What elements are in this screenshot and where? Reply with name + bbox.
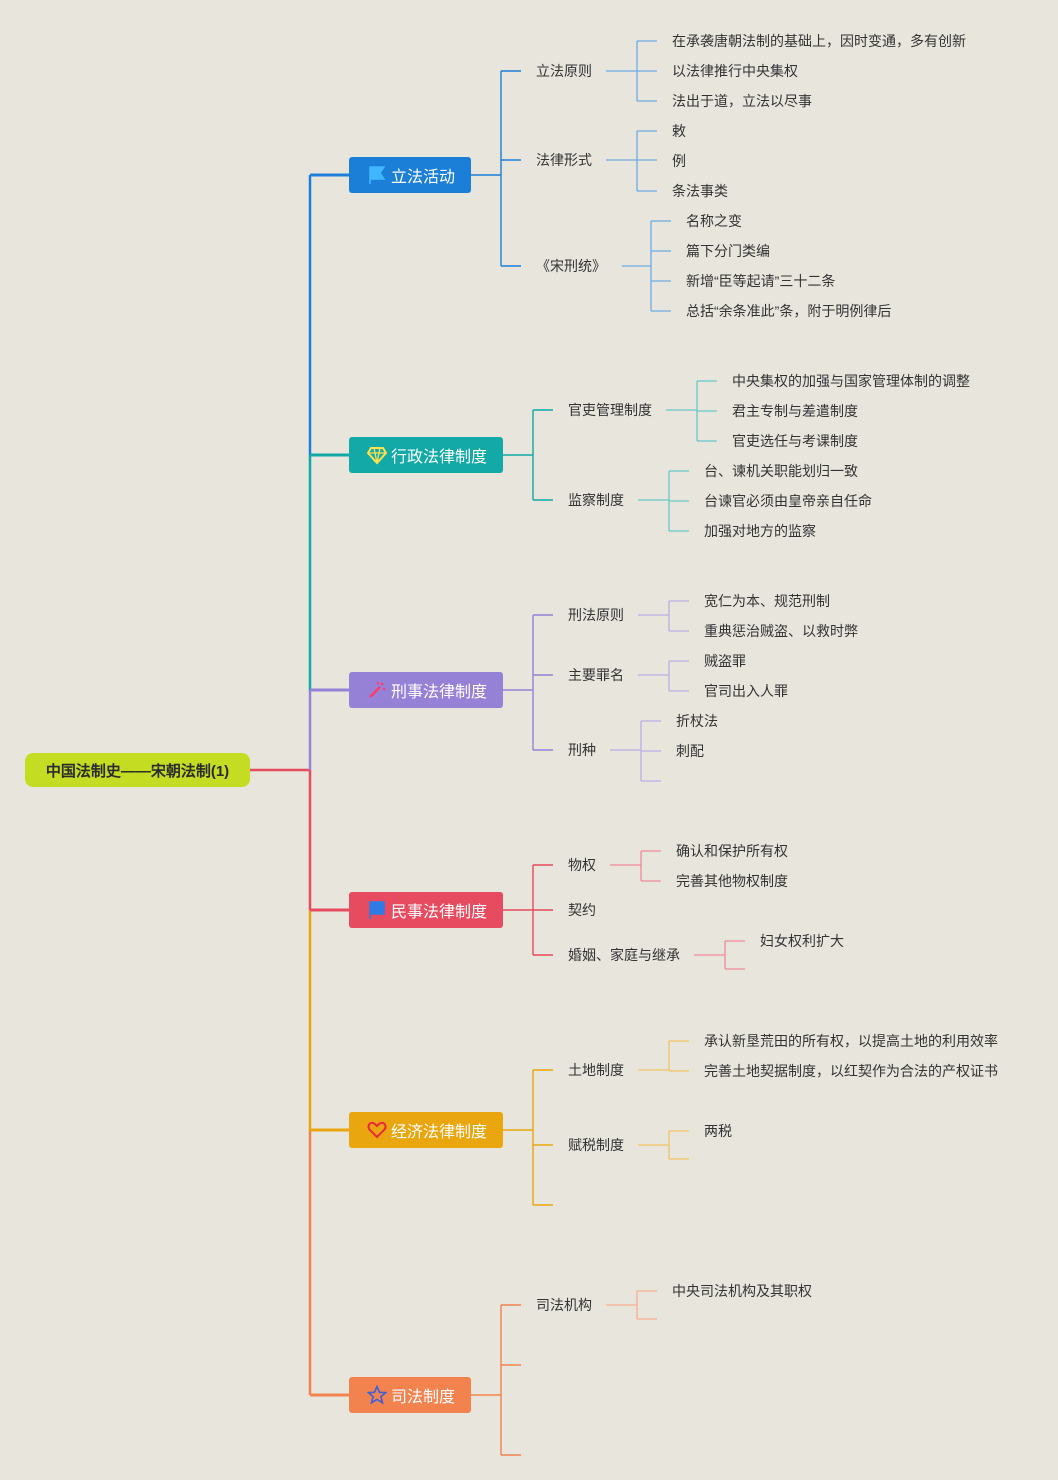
leaf-item[interactable]: 台、谏机关职能划归一致 <box>704 463 858 479</box>
topic-admin-officials[interactable]: 官吏管理制度 <box>568 402 652 418</box>
leaf-item[interactable]: 完善土地契据制度，以红契作为合法的产权证书 <box>704 1063 998 1079</box>
branch-label: 司法制度 <box>391 1389 456 1406</box>
branch-legislation[interactable]: 立法活动 <box>349 157 471 193</box>
topic-criminal-crimes[interactable]: 主要罪名 <box>568 667 624 683</box>
diamond-icon <box>367 447 387 465</box>
topic-economic-land[interactable]: 土地制度 <box>568 1062 624 1078</box>
branch-label: 立法活动 <box>391 169 456 186</box>
leaf-item[interactable]: 两税 <box>704 1123 732 1139</box>
root-node[interactable]: 中国法制史——宋朝法制(1) <box>25 753 250 787</box>
branch-criminal[interactable]: 刑事法律制度 <box>349 672 503 708</box>
leaf-item[interactable]: 宽仁为本、规范刑制 <box>704 593 830 609</box>
flag-icon <box>369 166 386 184</box>
leaf-item[interactable]: 刺配 <box>676 743 704 759</box>
leaf-item[interactable]: 官司出入人罪 <box>704 683 788 699</box>
star-icon <box>367 1385 387 1405</box>
branch-judicial[interactable]: 司法制度 <box>349 1377 471 1413</box>
leaf-item[interactable]: 例 <box>672 153 686 169</box>
topic-civil-contract[interactable]: 契约 <box>568 902 596 918</box>
leaf-item[interactable]: 篇下分门类编 <box>686 243 770 259</box>
leaf-item[interactable]: 总括“余条准此”条，附于明例律后 <box>686 303 892 319</box>
leaf-item[interactable]: 折杖法 <box>676 713 718 729</box>
leaf-item[interactable]: 确认和保护所有权 <box>676 843 788 859</box>
branch-civil[interactable]: 民事法律制度 <box>349 892 503 928</box>
leaf-item[interactable]: 新增“臣等起请”三十二条 <box>686 273 836 289</box>
topic-judicial-institutions[interactable]: 司法机构 <box>536 1297 592 1313</box>
topic-legislation-forms[interactable]: 法律形式 <box>536 152 592 168</box>
branch-label: 行政法律制度 <box>391 449 488 466</box>
flag-square-icon <box>369 901 385 919</box>
topic-civil-marriage[interactable]: 婚姻、家庭与继承 <box>568 947 680 963</box>
leaf-item[interactable]: 贼盗罪 <box>704 653 746 669</box>
leaf-item[interactable]: 官吏选任与考课制度 <box>732 433 858 449</box>
leaf-item[interactable]: 承认新垦荒田的所有权，以提高土地的利用效率 <box>704 1033 998 1049</box>
leaf-item[interactable]: 名称之变 <box>686 213 742 229</box>
topic-criminal-principles[interactable]: 刑法原则 <box>568 607 624 623</box>
topic-admin-supervision[interactable]: 监察制度 <box>568 492 624 508</box>
leaf-item[interactable]: 敕 <box>672 123 686 139</box>
magic-wand-icon <box>369 681 386 698</box>
heart-icon <box>367 1121 387 1139</box>
leaf-item[interactable]: 以法律推行中央集权 <box>672 63 798 79</box>
leaf-item[interactable]: 中央集权的加强与国家管理体制的调整 <box>732 373 970 389</box>
leaf-item[interactable]: 妇女权利扩大 <box>760 933 844 949</box>
leaf-item[interactable]: 中央司法机构及其职权 <box>672 1283 812 1299</box>
leaf-item[interactable]: 君主专制与差遣制度 <box>732 403 858 419</box>
branch-label: 经济法律制度 <box>391 1124 488 1141</box>
leaf-item[interactable]: 在承袭唐朝法制的基础上，因时变通，多有创新 <box>672 33 966 49</box>
topic-economic-tax[interactable]: 赋税制度 <box>568 1137 624 1153</box>
leaf-item[interactable]: 条法事类 <box>672 183 728 199</box>
branch-label: 民事法律制度 <box>391 904 488 921</box>
branch-administrative[interactable]: 行政法律制度 <box>349 437 503 473</box>
leaf-item[interactable]: 台谏官必须由皇帝亲自任命 <box>704 493 872 509</box>
topic-criminal-punishments[interactable]: 刑种 <box>568 742 596 758</box>
branch-economic[interactable]: 经济法律制度 <box>349 1112 503 1148</box>
topic-civil-property[interactable]: 物权 <box>568 857 596 873</box>
topic-legislation-code[interactable]: 《宋刑统》 <box>536 258 606 274</box>
leaf-item[interactable]: 加强对地方的监察 <box>704 523 816 539</box>
leaf-item[interactable]: 法出于道，立法以尽事 <box>672 93 812 109</box>
branch-label: 刑事法律制度 <box>391 684 488 701</box>
leaf-item[interactable]: 重典惩治贼盗、以救时弊 <box>704 623 858 639</box>
leaf-item[interactable]: 完善其他物权制度 <box>676 873 788 889</box>
topic-legislation-principles[interactable]: 立法原则 <box>536 63 592 79</box>
